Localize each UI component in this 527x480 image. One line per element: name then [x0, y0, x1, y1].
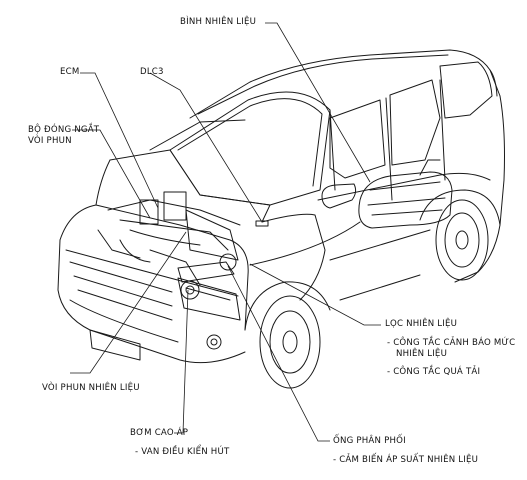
- label-fuel-filter: LỌC NHIÊN LIỆU: [385, 319, 457, 330]
- label-injector-cutoff-line2: VÒI PHUN: [28, 136, 72, 147]
- label-injector-cutoff-line1: BỘ ĐÓNG NGẮT: [28, 125, 99, 136]
- label-dlc3: DLC3: [140, 67, 164, 78]
- label-fuel-injector: VÒI PHUN NHIÊN LIỆU: [42, 383, 140, 394]
- label-fuel-filter-overload: - CÔNG TẮC QUÁ TẢI: [387, 367, 480, 378]
- label-fuel-filter-warning-line1: - CÔNG TẮC CẢNH BÁO MỨC: [387, 338, 515, 349]
- label-fuel-tank: BÌNH NHIÊN LIỆU: [180, 17, 256, 28]
- label-fuel-filter-warning-line2: NHIÊN LIỆU: [396, 349, 447, 360]
- label-ecm: ECM: [60, 67, 79, 78]
- label-suction-control-valve: - VAN ĐIỀU KIỂN HÚT: [135, 447, 229, 458]
- label-common-rail: ỐNG PHÂN PHỐI: [333, 436, 406, 447]
- label-rail-pressure-sensor: - CẢM BIẾN ÁP SUẤT NHIÊN LIỆU: [333, 455, 478, 466]
- label-high-pressure-pump: BƠM CAO ÁP: [130, 428, 188, 439]
- callout-leader-lines: [70, 23, 381, 441]
